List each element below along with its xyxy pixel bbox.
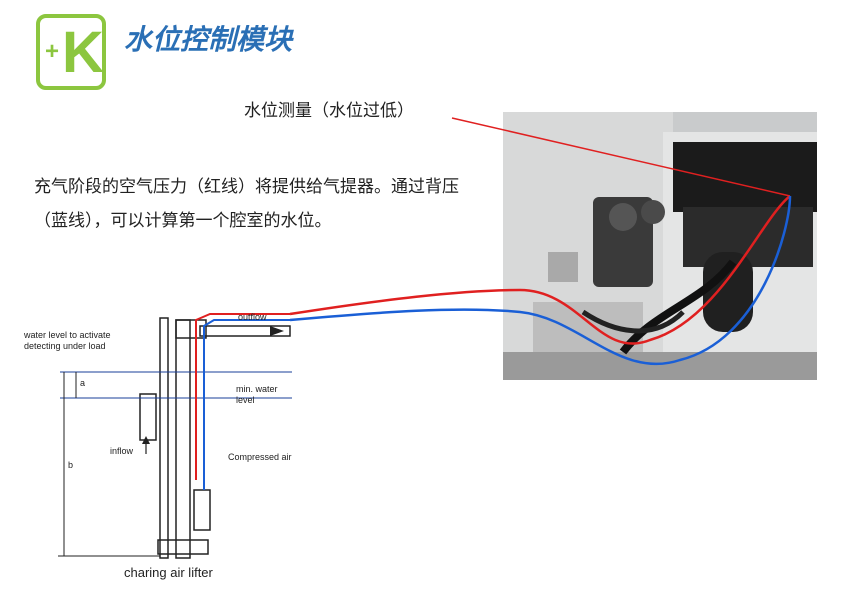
activate-level-label: water level to activate detecting under … [24,330,111,351]
blue-pressure-line [289,195,792,366]
dimension-b-label: b [68,460,74,470]
company-logo: + K [36,14,106,90]
dimension-a-label: a [80,378,86,388]
outflow-label: outflow [238,312,267,322]
inflow-label: inflow [110,446,134,456]
air-lifter-diagram: water level to activate detecting under … [0,290,320,590]
compressed-air-label: Compressed air [228,452,292,462]
page-title: 水位控制模块 [124,23,293,56]
diagram-caption: charing air lifter [124,565,213,580]
min-level-label: min. water level [236,384,278,405]
description-paragraph: 充气阶段的空气压力（红线）将提供给气提器。通过背压（蓝线），可以计算第一个腔室的… [34,177,459,231]
water-level-annotation: 水位测量（水位过低） [244,101,414,121]
logo-letter: K [62,20,104,85]
red-pressure-line [289,195,791,345]
logo-plus: + [45,38,60,65]
